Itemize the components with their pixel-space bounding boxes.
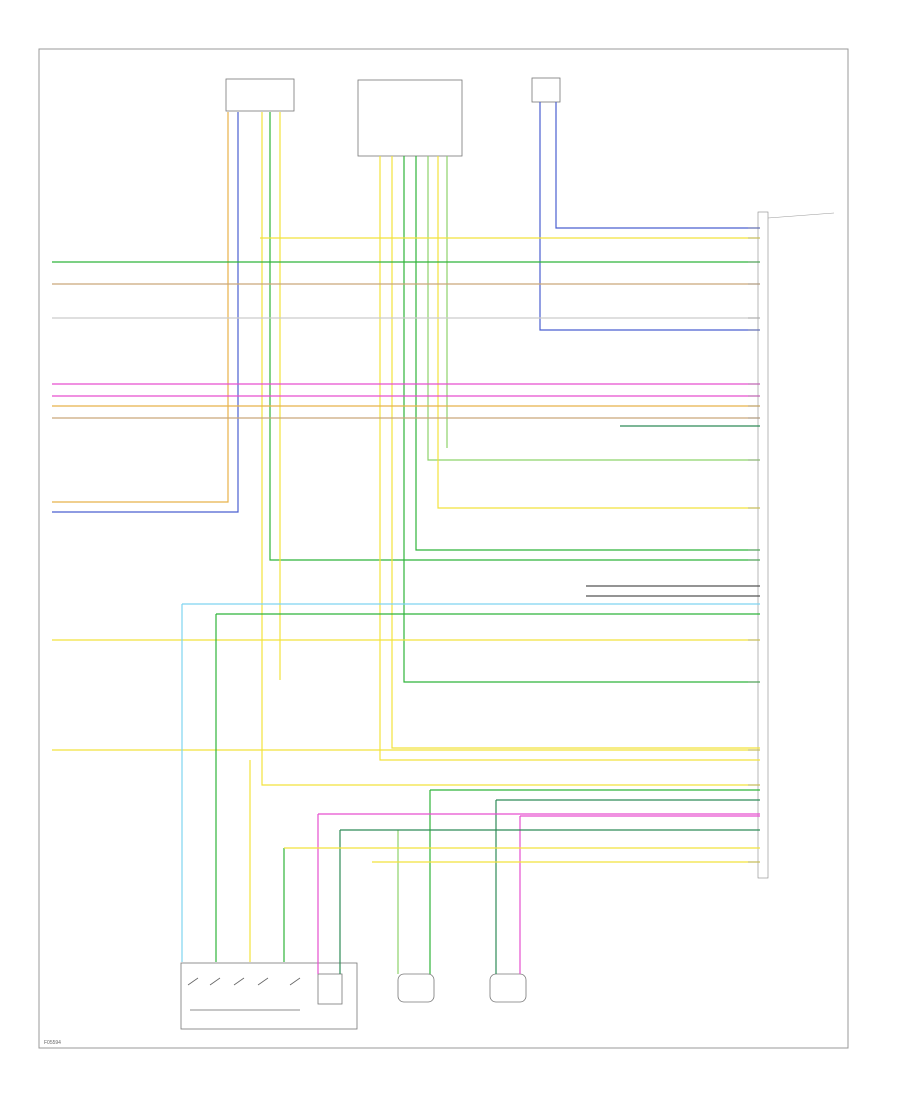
output-speed-sensor xyxy=(489,973,527,1003)
switch-contacts xyxy=(187,977,301,1011)
top-right-sensor xyxy=(531,77,561,103)
bottom-harness-wires xyxy=(181,604,760,974)
vertical-wires xyxy=(52,102,760,786)
module-bracket xyxy=(767,212,835,219)
transmission-range-sensor-connector xyxy=(357,79,463,157)
top-left-connector xyxy=(225,78,295,112)
module-pin-ticks xyxy=(748,227,760,863)
powertrain-control-module-connector xyxy=(757,211,769,879)
input-speed-sensor xyxy=(397,973,435,1003)
transmission-solenoid-box xyxy=(317,973,343,1005)
footer-code: F05594 xyxy=(44,1040,61,1046)
horizontal-wires xyxy=(52,237,760,751)
diagram-border xyxy=(38,48,849,1049)
transmission-range-switch-box xyxy=(180,962,358,1030)
